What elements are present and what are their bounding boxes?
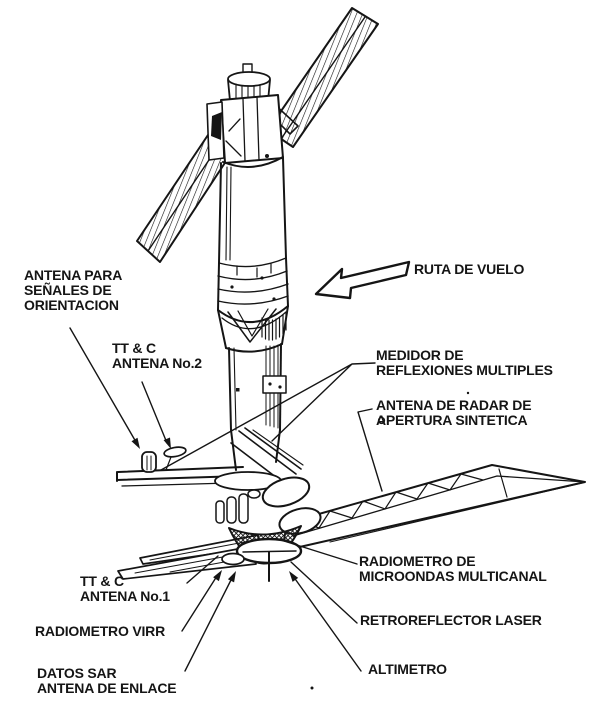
leader-antena-radar: [357, 408, 383, 492]
leader-virr: [181, 575, 218, 632]
ttc-antenna-1: [221, 552, 245, 566]
ttc-antenna-2-canister: [141, 451, 157, 473]
banded-section: [217, 257, 289, 311]
arrowhead: [213, 570, 222, 582]
arrowhead: [227, 571, 236, 583]
label-line: ANTENA No.1: [80, 588, 170, 604]
lower-column: [228, 343, 287, 471]
transition-skirt: [217, 305, 289, 353]
label-datos-sar-enlace: DATOS SAR ANTENA DE ENLACE: [37, 665, 177, 696]
leader-medidor: [160, 362, 376, 471]
arrowhead: [289, 571, 299, 582]
label-line: MICROONDAS MULTICANAL: [359, 568, 547, 584]
label-ttc-antena-2: TT & C ANTENA No.2: [112, 341, 202, 371]
label-line: APERTURA SINTETICA: [376, 412, 528, 428]
label-line: REFLEXIONES MULTIPLES: [376, 362, 553, 378]
leader-datos-sar: [184, 579, 232, 672]
label-line: SEÑALES DE: [24, 282, 112, 298]
label-line: ALTIMETRO: [368, 661, 447, 677]
upper-equipment-module: [206, 94, 284, 168]
leader-lines: [69, 327, 383, 672]
altimeter-antenna: [235, 537, 303, 582]
label-radiometro-virr: RADIOMETRO VIRR: [35, 624, 165, 639]
print-speck: [310, 686, 314, 690]
print-artifact-ring: [377, 416, 386, 425]
label-line: DATOS SAR: [37, 665, 117, 681]
label-line: ORIENTACION: [24, 297, 119, 313]
label-line: TT & C: [80, 573, 124, 589]
label-line: ANTENA PARA: [24, 267, 123, 283]
leader-antena-senales: [69, 327, 137, 443]
small-antenna-cluster: [215, 489, 261, 524]
label-medidor-reflexiones: MEDIDOR DE REFLEXIONES MULTIPLES: [376, 348, 553, 378]
leader-microondas: [283, 540, 358, 565]
sar-antenna: [281, 464, 586, 552]
label-line: ANTENA DE ENLACE: [37, 680, 177, 696]
label-line: RETROREFLECTOR LASER: [360, 612, 542, 628]
flight-direction-arrow-icon: [314, 260, 411, 300]
sensor-housings: [261, 476, 322, 535]
label-ttc-antena-1: TT & C ANTENA No.1: [80, 574, 170, 604]
print-speck: [466, 391, 470, 395]
leader-ttc-1: [186, 555, 219, 584]
instrument-bench: [116, 466, 282, 491]
label-antena-senales-orientacion: ANTENA PARA SEÑALES DE ORIENTACION: [24, 268, 122, 313]
leader-retroreflector: [290, 561, 358, 624]
label-retroreflector-laser: RETROREFLECTOR LASER: [360, 613, 542, 628]
label-ruta-de-vuelo: RUTA DE VUELO: [414, 262, 524, 277]
label-altimetro: ALTIMETRO: [368, 662, 447, 677]
label-antena-radar: ANTENA DE RADAR DE APERTURA SINTETICA: [376, 397, 532, 428]
leader-ttc-2: [141, 381, 168, 444]
label-line: MEDIDOR DE: [376, 347, 464, 363]
arrowhead: [163, 437, 171, 449]
label-line: RADIOMETRO VIRR: [35, 623, 166, 639]
orientation-signal-antenna: [163, 446, 187, 471]
label-line: ANTENA No.2: [112, 355, 202, 371]
solar-panel-upper-right: [267, 7, 379, 148]
arrowhead: [131, 437, 140, 449]
leader-altimetro: [292, 575, 362, 672]
label-line: TT & C: [112, 340, 156, 356]
label-line: ANTENA DE RADAR DE: [376, 397, 532, 413]
label-line: RUTA DE VUELO: [414, 261, 525, 277]
label-line: RADIOMETRO DE: [359, 553, 476, 569]
label-radiometro-microondas: RADIOMETRO DE MICROONDAS MULTICANAL: [359, 554, 547, 584]
upper-cylinder: [218, 157, 287, 264]
